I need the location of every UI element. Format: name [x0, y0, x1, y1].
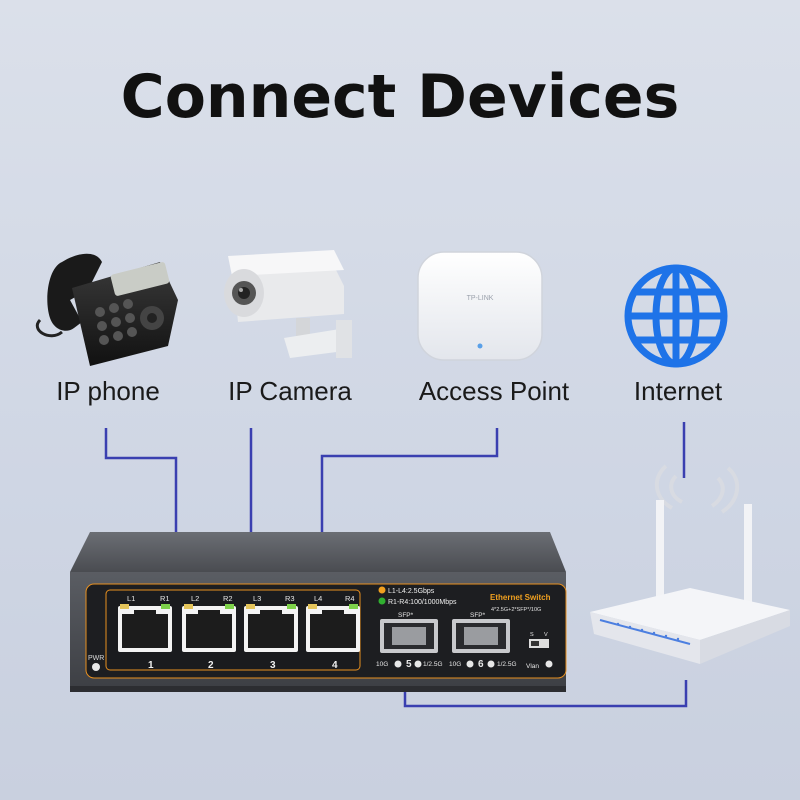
dip-s-label: S [530, 632, 534, 638]
sfp-6-speed-left: 10G [449, 661, 461, 668]
rj45-port-2[interactable] [182, 604, 236, 652]
pwr-label: PWR [88, 655, 104, 662]
ethernet-switch: PWR [70, 532, 567, 692]
rj45-port-4[interactable] [306, 604, 360, 652]
sfp-6-label: SFP* [470, 612, 486, 619]
sfp-6-led-right [487, 660, 495, 668]
port-3-left-led-label: L3 [253, 594, 261, 603]
port-2-number: 2 [208, 660, 214, 671]
sfp-6-speed-right: 1/2.5G [497, 661, 517, 668]
sfp-port-6[interactable] [452, 619, 510, 653]
port-3-number: 3 [270, 660, 276, 671]
page-title: Connect Devices [120, 62, 680, 132]
port-4-right-led [349, 604, 358, 609]
vlan-label: Vlan [526, 663, 539, 670]
port-4-left-led [308, 604, 317, 609]
switch-spec-label: 4*2.5G+2*SFP*/10G [491, 607, 541, 613]
sfp-6-number: 6 [478, 659, 484, 670]
vlan-dip-switch[interactable] [529, 639, 549, 648]
legend-green-dot [378, 597, 386, 605]
sfp-5-label: SFP* [398, 612, 414, 619]
sfp-5-number: 5 [406, 659, 412, 670]
port-3-right-led-label: R3 [285, 594, 295, 603]
legend-r-speed: R1-R4:100/1000Mbps [388, 599, 457, 606]
port-1-right-led-label: R1 [160, 594, 170, 603]
rj45-port-3[interactable] [244, 604, 298, 652]
sfp-port-5[interactable] [380, 619, 438, 653]
ip-camera-icon [224, 250, 352, 358]
sfp-5-speed-left: 10G [376, 661, 388, 668]
port-1-number: 1 [148, 660, 154, 671]
sfp-6-led-left [466, 660, 474, 668]
ip-phone-icon [36, 253, 178, 366]
device-label-ip-camera: IP Camera [228, 376, 352, 406]
vlan-led [545, 660, 553, 668]
sfp-5-speed-right: 1/2.5G [423, 661, 443, 668]
rj45-port-1[interactable] [118, 604, 172, 652]
pwr-led [92, 663, 100, 671]
legend-orange-dot [378, 586, 386, 594]
device-label-internet: Internet [633, 376, 723, 406]
globe-icon [624, 264, 728, 368]
legend-l-speed: L1-L4:2.5Gbps [388, 588, 435, 595]
port-4-right-led-label: R4 [345, 594, 355, 603]
device-label-access-point: Access Point [418, 376, 570, 406]
port-3-left-led [246, 604, 255, 609]
ap-brand-text: TP-LINK [467, 295, 494, 302]
port-3-right-led [287, 604, 296, 609]
port-4-number: 4 [332, 660, 338, 671]
port-4-left-led-label: L4 [314, 594, 322, 603]
port-2-right-led [225, 604, 234, 609]
switch-brand-label: Ethernet Switch [490, 593, 551, 602]
sfp-5-led-right [414, 660, 422, 668]
port-2-left-led-label: L2 [191, 594, 199, 603]
router-icon [590, 464, 790, 664]
port-1-right-led [161, 604, 170, 609]
port-1-left-led-label: L1 [127, 594, 135, 603]
port-1-left-led [120, 604, 129, 609]
sfp-5-led-left [394, 660, 402, 668]
access-point-icon: TP-LINK [417, 251, 543, 361]
dip-v-label: V [544, 632, 548, 638]
port-2-left-led [184, 604, 193, 609]
device-label-ip-phone: IP phone [56, 376, 160, 406]
port-2-right-led-label: R2 [223, 594, 233, 603]
